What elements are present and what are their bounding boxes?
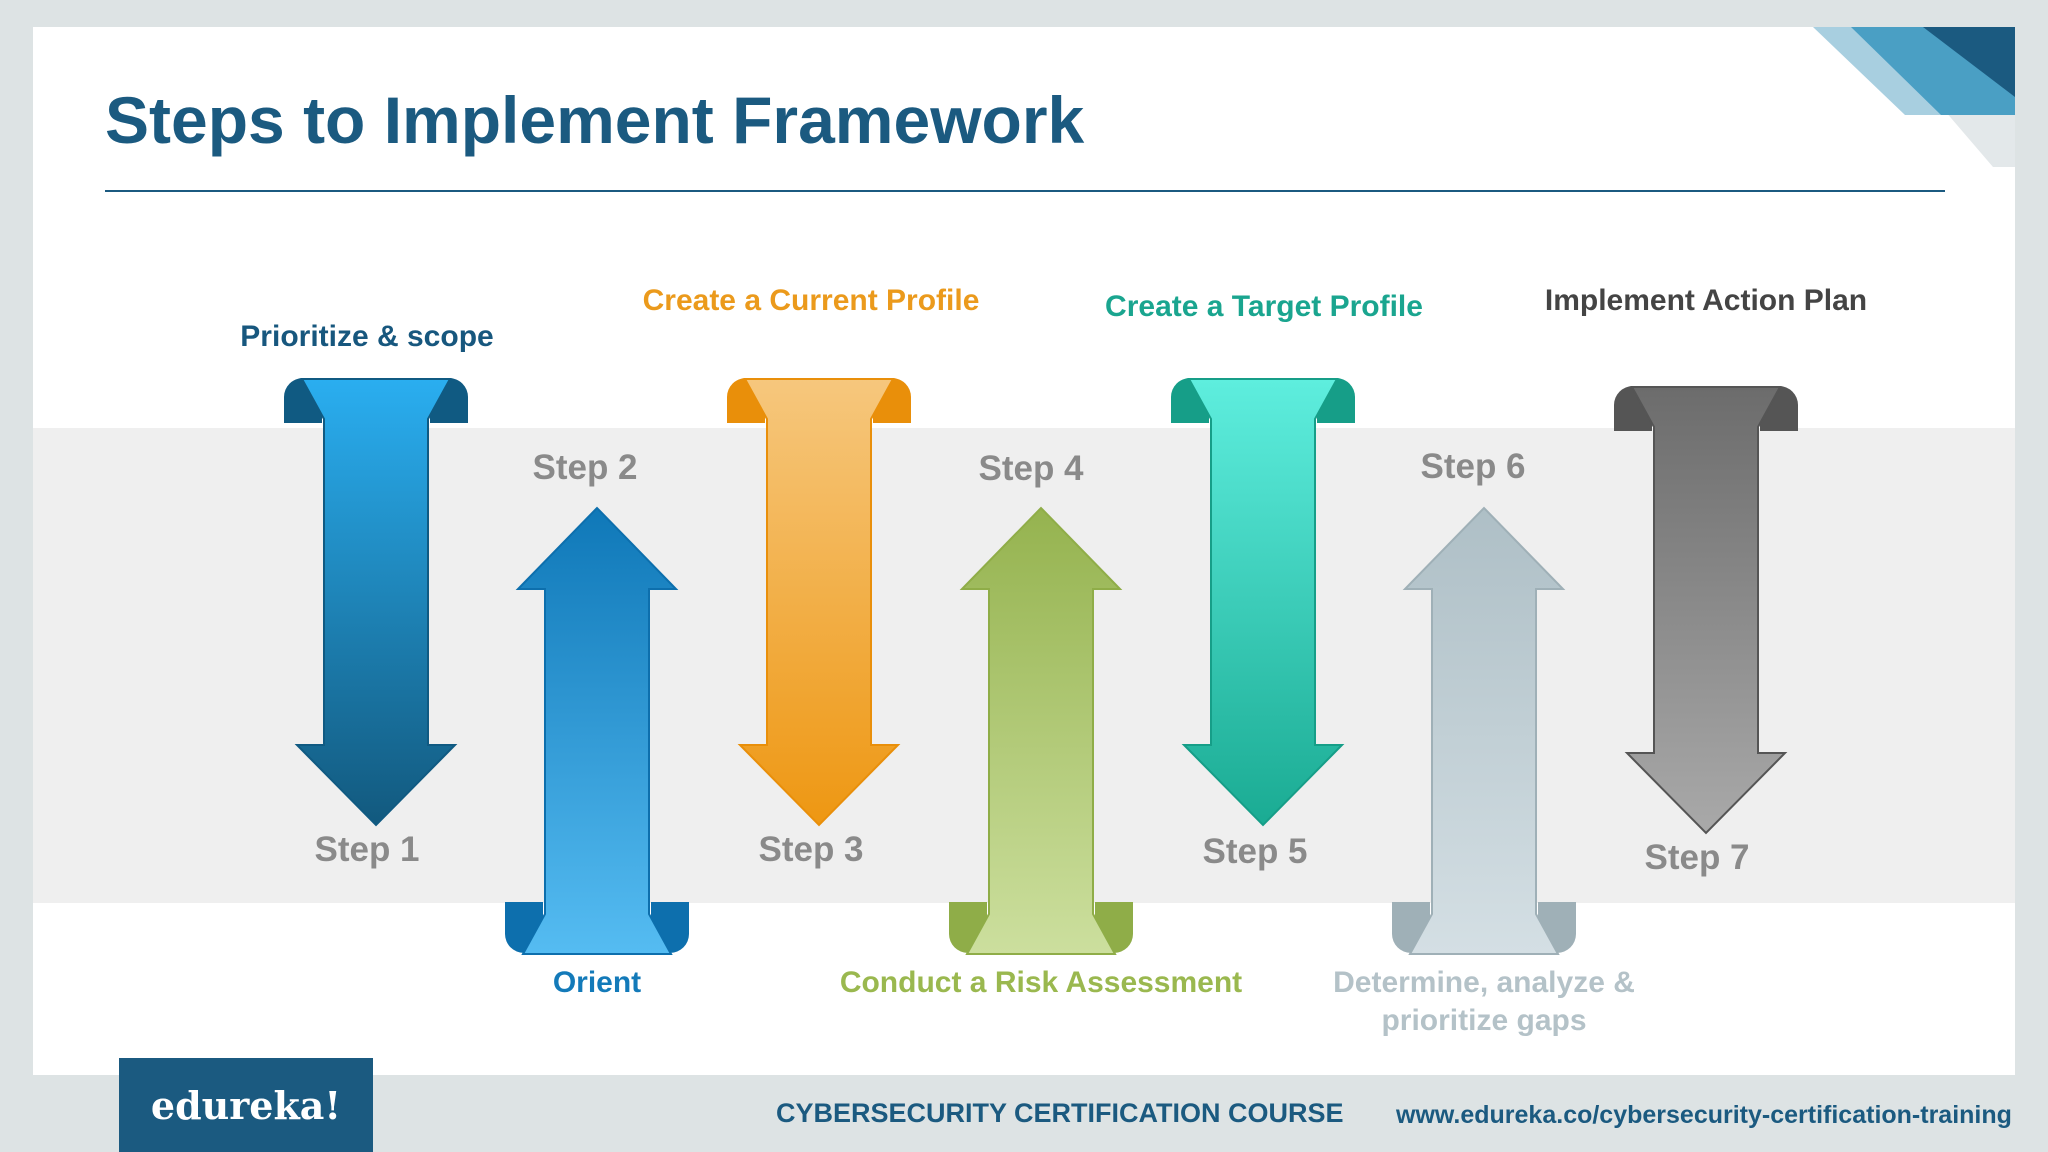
- step-3-description: Create a Current Profile: [642, 284, 980, 317]
- step-6-description-line: prioritize gaps: [1381, 1004, 1587, 1038]
- step-1-label: Step 1: [314, 830, 420, 869]
- steps-diagram: [284, 378, 1798, 955]
- step-3-arrow: [727, 378, 911, 827]
- step-5-description: Create a Target Profile: [1105, 290, 1423, 323]
- step-7-arrow: [1614, 386, 1798, 835]
- step-5-arrow: [1171, 378, 1355, 827]
- edureka-logo: edureka!: [119, 1058, 373, 1152]
- step-3-label: Step 3: [758, 830, 864, 869]
- step-5-label: Step 5: [1202, 832, 1308, 871]
- step-6-description-line: Determine, analyze &: [1333, 966, 1635, 999]
- title-divider: [105, 190, 1945, 192]
- course-url: www.edureka.co/cybersecurity-certificati…: [1396, 1101, 2012, 1129]
- page-title: Steps to Implement Framework: [105, 83, 1085, 157]
- step-6-description: Determine, analyze & prioritize gaps: [1333, 964, 1635, 1041]
- step-4-arrow: [949, 506, 1133, 955]
- step-4-description: Conduct a Risk Assessment: [839, 966, 1243, 999]
- step-2-arrow: [505, 506, 689, 955]
- slide: Steps to Implement Framework Step 1 Prior…: [33, 27, 2015, 1075]
- step-1-description: Prioritize & scope: [240, 320, 494, 353]
- logo-text: edureka!: [150, 1082, 342, 1128]
- step-6-arrow: [1392, 506, 1576, 955]
- step-7-label: Step 7: [1644, 838, 1750, 877]
- corner-decoration: [1813, 27, 2015, 167]
- step-2-label: Step 2: [532, 448, 638, 487]
- step-6-label: Step 6: [1420, 447, 1526, 486]
- step-1-arrow: [284, 378, 468, 827]
- step-7-description: Implement Action Plan: [1544, 284, 1868, 317]
- step-2-description: Orient: [552, 966, 642, 999]
- step-4-label: Step 4: [978, 449, 1084, 488]
- course-name: CYBERSECURITY CERTIFICATION COURSE: [776, 1098, 1344, 1128]
